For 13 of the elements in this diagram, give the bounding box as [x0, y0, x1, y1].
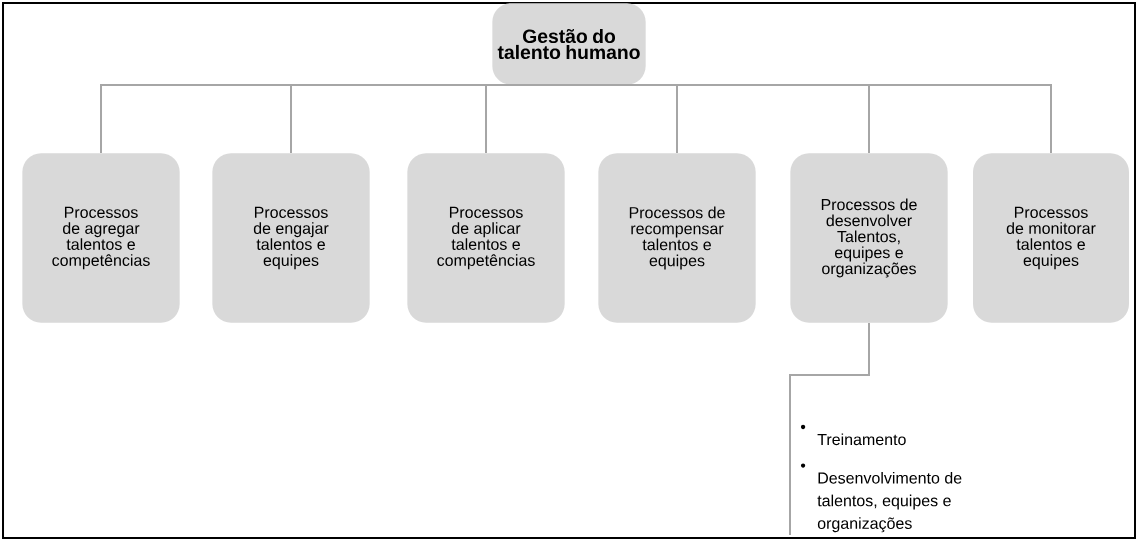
title-box: Gestão do talento humano: [492, 3, 646, 85]
node-label: Treinamento: [817, 433, 906, 446]
connector-line: [568, 83, 1052, 155]
connector-line: [789, 321, 870, 414]
process-box: Processos de agregar talentos e competências: [22, 153, 180, 323]
connector-line: [485, 83, 570, 155]
process-box: Processos de recompensar talentos e equipes: [598, 153, 756, 323]
process-box: Processos de engajar talentos e equipes: [212, 153, 370, 323]
process-box: Processos de desenvolver Talentos, equipes e organizações: [790, 153, 948, 323]
node-label: Desenvolvimento de talentos, equipes e organizações: [817, 471, 962, 533]
process-box: Processos de monitorar talentos e equipes: [973, 153, 1129, 323]
bullet-list: Treinamento Desenvolvimento de talentos, equipes e organizações: [800, 424, 962, 533]
process-box: Processos de aplicar talentos e competências: [407, 153, 565, 323]
